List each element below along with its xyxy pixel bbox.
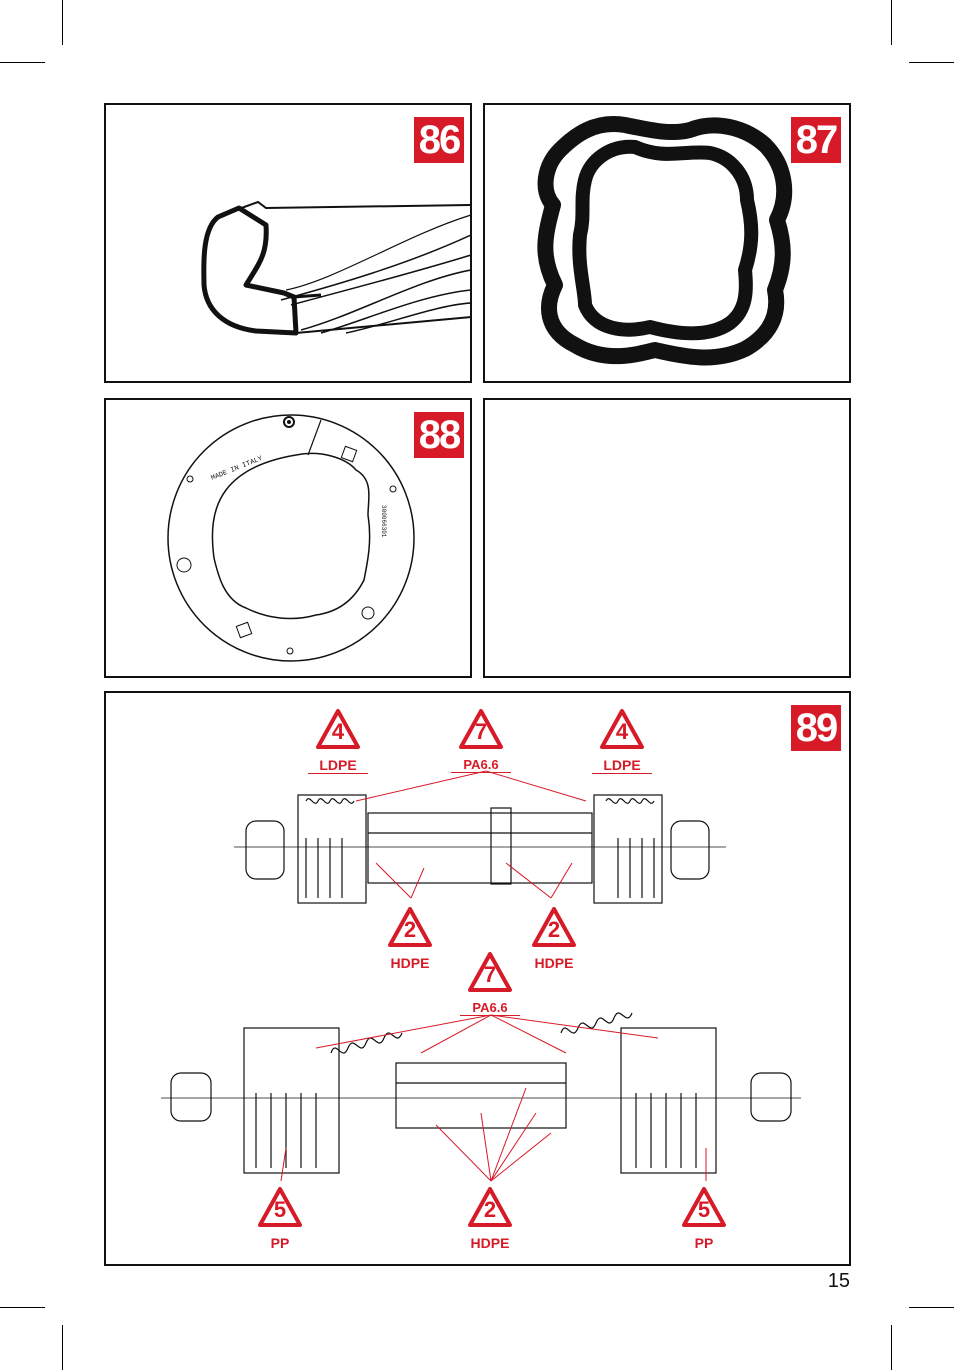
recycle-symbol: 2 HDPE: [385, 903, 435, 975]
leader-lines: [280, 770, 707, 1182]
crop-mark: [891, 0, 892, 45]
recycle-symbol: 7 PA6.6: [460, 948, 520, 1020]
material-label: PP: [270, 1235, 290, 1251]
assembly-diagram: [161, 770, 801, 1182]
figure-number-badge: 87: [791, 117, 841, 163]
figure-number-badge: 86: [414, 117, 464, 163]
recycle-symbol: 7 PA6.6: [451, 705, 511, 777]
recycle-code: 5: [697, 1197, 711, 1222]
figure-89-panel: 4 LDPE 7 PA6.6 4 LDPE 2 HDPE 2 HDPE 7 PA…: [104, 691, 851, 1266]
material-label: HDPE: [534, 955, 574, 971]
crop-mark: [909, 62, 954, 63]
recycle-symbol: 4 LDPE: [308, 705, 368, 777]
recycle-symbol: 2 HDPE: [465, 1183, 515, 1255]
recycle-code: 5: [273, 1197, 287, 1222]
figure-number-badge: 88: [414, 412, 464, 458]
recycle-code: 7: [474, 719, 488, 744]
recycle-triangle-icon: [459, 709, 503, 749]
recycle-symbol: 2 HDPE: [529, 903, 579, 975]
crop-mark: [909, 1307, 954, 1308]
crop-mark: [891, 1325, 892, 1370]
recycle-code: 7: [483, 962, 497, 987]
recycle-triangle-icon: [468, 1187, 512, 1227]
recycle-code: 2: [547, 917, 561, 942]
recycle-code: 2: [403, 917, 417, 942]
material-label: LDPE: [308, 757, 368, 774]
tube-cross-section-illustration: [537, 116, 793, 366]
material-label: PA6.6: [451, 757, 511, 773]
recycle-triangle-icon: [532, 907, 576, 947]
recycle-triangle-icon: [600, 709, 644, 749]
material-label: HDPE: [390, 955, 430, 971]
figure-88-panel: MADE IN ITALY 300066301 88: [104, 398, 472, 678]
ring-illustration: MADE IN ITALY 300066301: [167, 414, 415, 662]
recycle-symbol: 5 PP: [679, 1183, 729, 1255]
crop-mark: [0, 62, 45, 63]
material-label: LDPE: [592, 757, 652, 774]
ring-text-right: 300066301: [380, 505, 387, 538]
crop-mark: [0, 1307, 45, 1308]
recycle-triangle-icon: [682, 1187, 726, 1227]
recycle-triangle-icon: [258, 1187, 302, 1227]
recycle-code: 4: [331, 719, 345, 744]
recycle-symbol: 4 LDPE: [592, 705, 652, 777]
material-label: PA6.6: [460, 1000, 520, 1016]
recycle-code: 2: [483, 1197, 497, 1222]
material-label: HDPE: [470, 1235, 510, 1251]
lower-assembly-drawing: [161, 1012, 801, 1174]
recycle-symbol: 5 PP: [255, 1183, 305, 1255]
upper-assembly-drawing: [234, 794, 726, 904]
crop-mark: [62, 1325, 63, 1370]
figure-number-badge: 89: [791, 705, 841, 751]
empty-panel: [483, 398, 851, 678]
recycle-triangle-icon: [388, 907, 432, 947]
page-number: 15: [827, 1270, 850, 1292]
tube-profile-illustration: [201, 200, 470, 336]
crop-mark: [62, 0, 63, 45]
recycle-code: 4: [615, 719, 629, 744]
figure-87-panel: 87: [483, 103, 851, 383]
material-label: PP: [694, 1235, 714, 1251]
recycle-triangle-icon: [316, 709, 360, 749]
recycle-triangle-icon: [468, 952, 512, 992]
figure-86-panel: 86: [104, 103, 472, 383]
